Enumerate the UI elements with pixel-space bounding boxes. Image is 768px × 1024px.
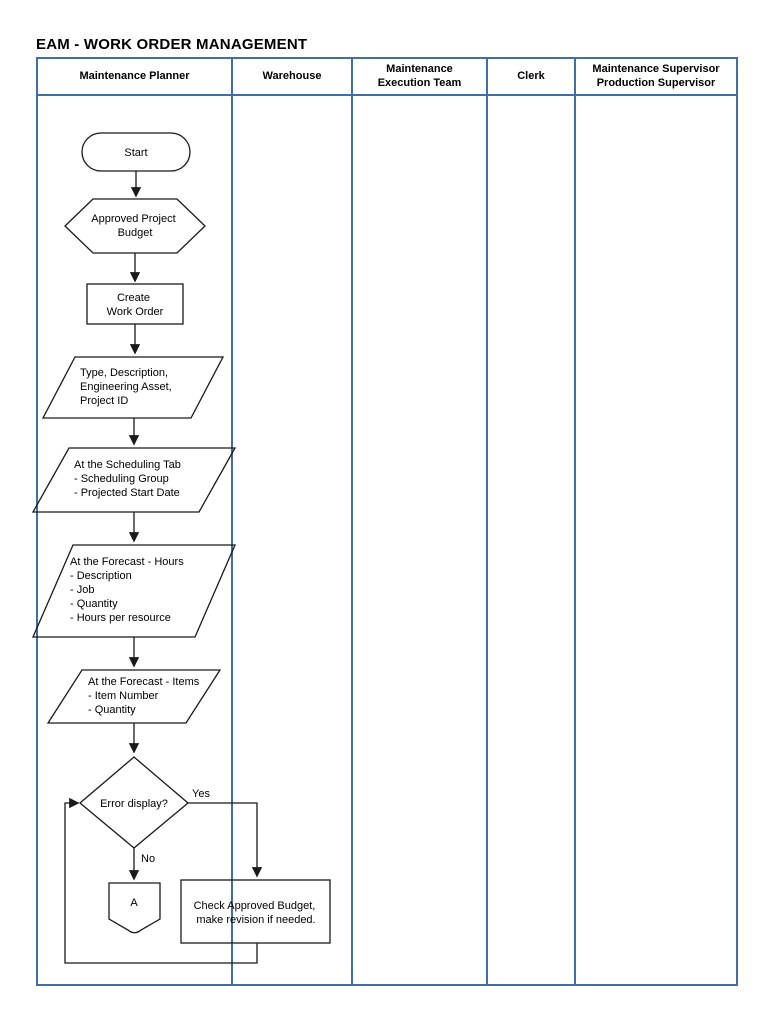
offpage-connector-a (108, 882, 161, 934)
lane-header-warehouse: Warehouse (233, 59, 353, 96)
work-order-details-parallelogram (41, 356, 225, 419)
forecast-items-label: At the Forecast - Items - Item Number - … (88, 676, 202, 716)
lane-column-maintenance-execution-team (353, 96, 488, 984)
check-approved-budget-process (180, 879, 331, 944)
connector-revision-loop (64, 797, 258, 964)
approved-project-budget-label: Approved Project Budget (91, 213, 178, 239)
swimlane-table: Maintenance Planner Warehouse Maintenanc… (36, 57, 738, 986)
forecast-items-parallelogram (46, 669, 222, 724)
lane-header-label: Maintenance Planner (79, 69, 190, 82)
lane-header-maintenance-execution-team: Maintenance Execution Team (353, 59, 488, 96)
approved-project-budget-hexagon (64, 198, 206, 254)
page-title: EAM - WORK ORDER MANAGEMENT (36, 36, 308, 53)
scheduling-tab-label: At the Scheduling Tab - Scheduling Group… (74, 459, 184, 499)
check-approved-budget-label: Check Approved Budget, make revision if … (194, 900, 319, 926)
scheduling-tab-parallelogram (31, 447, 237, 513)
lane-header-label: Warehouse (262, 69, 322, 82)
create-work-order-process (86, 283, 184, 325)
lane-header-label: Maintenance Execution Team (377, 63, 462, 89)
yes-branch-label: Yes (192, 788, 210, 800)
lane-column-warehouse (233, 96, 353, 984)
forecast-hours-label: At the Forecast - Hours - Description - … (70, 556, 187, 624)
error-display-label: Error display? (100, 798, 168, 810)
lane-column-clerk (488, 96, 576, 984)
lane-header-label: Clerk (517, 69, 545, 82)
start-label: Start (124, 147, 147, 159)
offpage-connector-label: A (130, 897, 138, 909)
lane-header-label: Maintenance Supervisor Production Superv… (592, 63, 720, 89)
start-terminator (81, 132, 191, 172)
connector-yes-branch (188, 802, 263, 878)
error-display-decision (78, 756, 190, 849)
lane-header-maintenance-supervisor: Maintenance Supervisor Production Superv… (576, 59, 736, 96)
create-work-order-label: Create Work Order (107, 292, 164, 318)
lane-header-clerk: Clerk (488, 59, 576, 96)
forecast-hours-parallelogram (32, 544, 236, 638)
lane-header-maintenance-planner: Maintenance Planner (38, 59, 233, 96)
work-order-details-label: Type, Description, Engineering Asset, Pr… (80, 367, 175, 407)
lane-column-maintenance-planner (38, 96, 233, 984)
no-branch-label: No (141, 853, 155, 865)
